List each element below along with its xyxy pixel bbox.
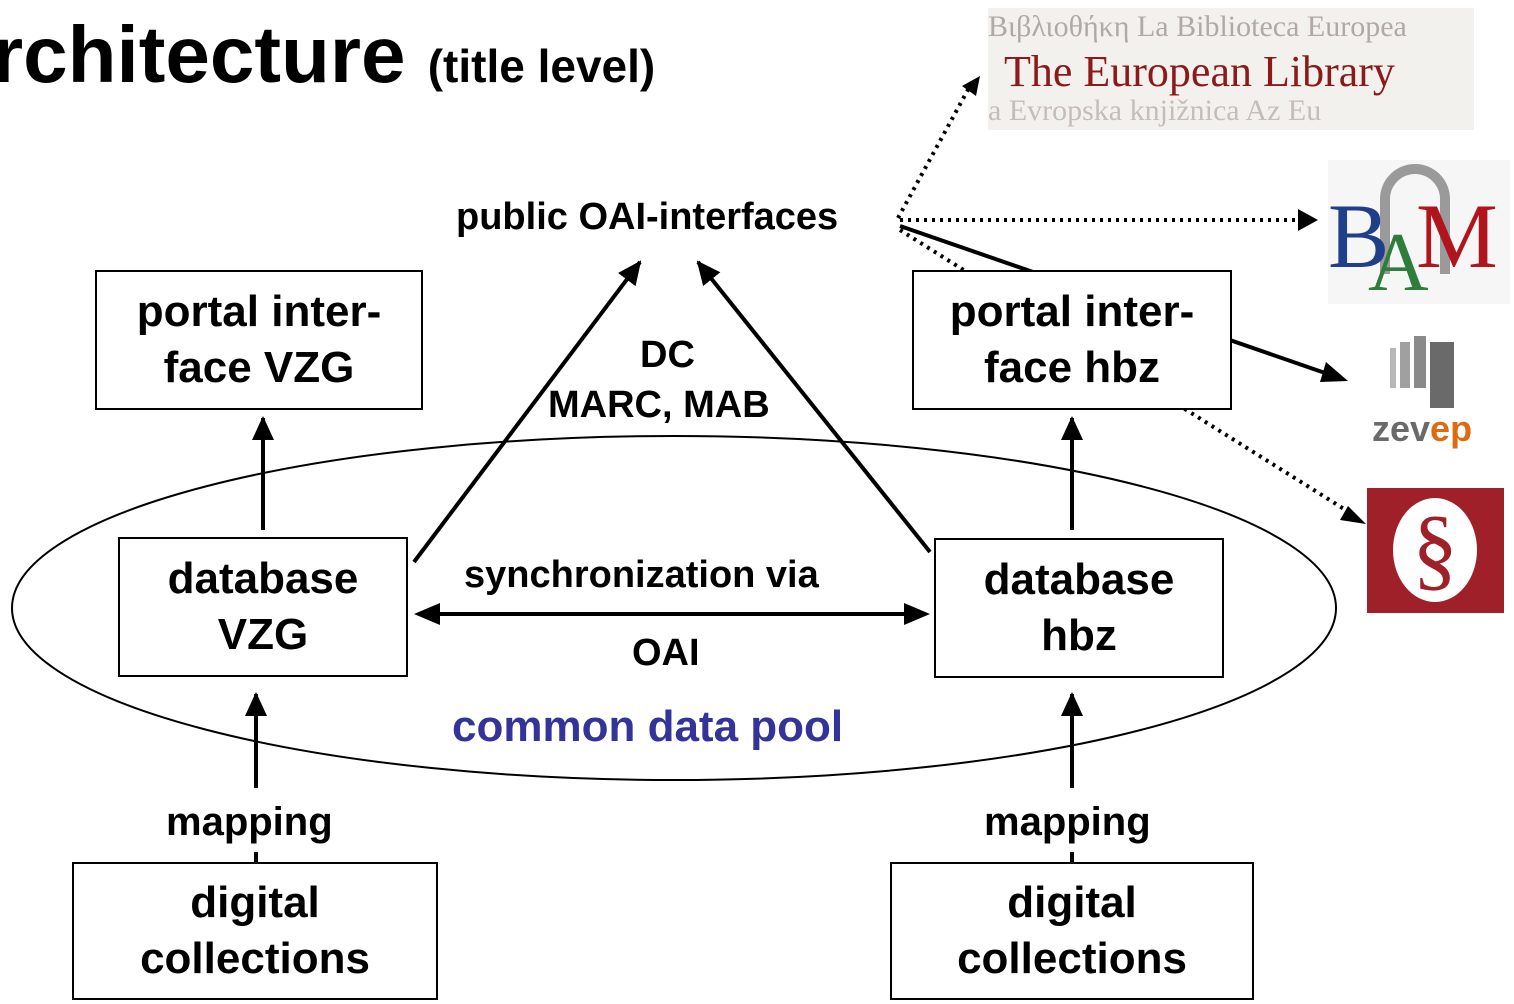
european-library-main-text: The European Library (1004, 47, 1395, 96)
portal-interface-vzg-box: portal inter- face VZG (95, 270, 423, 410)
formats-dc-label: DC (640, 334, 695, 376)
zevep-wordmark: zevep (1372, 408, 1472, 450)
zevep-logo: zevep (1366, 322, 1506, 462)
database-hbz-label: database hbz (983, 555, 1175, 660)
portal-interface-hbz-box: portal inter- face hbz (912, 270, 1232, 410)
arrow-db-vzg-to-oai (412, 260, 642, 564)
european-library-top-text: Βιβλιοθήκη La Biblioteca Europea (988, 10, 1407, 43)
european-library-logo: Βιβλιοθήκη La Biblioteca Europea The Eur… (988, 8, 1474, 130)
digital-collections-right-label: digital collections (957, 878, 1187, 983)
mapping-left-label: mapping (166, 800, 333, 844)
dotted-to-european-library (896, 85, 972, 219)
european-library-bottom-text: a Evropska knjižnica Az Eu (988, 94, 1322, 127)
synchronization-label: synchronization via (464, 554, 819, 596)
database-hbz-box: database hbz (934, 538, 1224, 678)
synchronization-oai-label: OAI (632, 632, 700, 674)
digital-collections-left-label: digital collections (140, 878, 370, 983)
common-data-pool-ellipse (11, 435, 1337, 781)
zevep-text-grey: zev (1372, 408, 1431, 449)
portal-interface-vzg-label: portal inter- face VZG (136, 287, 382, 392)
bam-arch-shape (1380, 164, 1450, 274)
public-oai-interfaces-label: public OAI-interfaces (456, 196, 839, 238)
paragraph-circle (1393, 498, 1477, 602)
common-data-pool-label: common data pool (452, 702, 844, 751)
portal-interface-hbz-label: portal inter- face hbz (949, 287, 1195, 392)
mapping-right-label: mapping (984, 800, 1151, 844)
bam-letter-b: B (1328, 185, 1390, 287)
slide-title: rchitecture (title level) (0, 0, 655, 121)
paragraph-logo: § (1367, 488, 1504, 613)
zevep-text-orange: ep (1430, 408, 1473, 449)
zevep-stack-icon (1390, 336, 1454, 408)
digital-collections-left-box: digital collections (72, 862, 438, 1000)
bam-logo: B A M (1328, 160, 1510, 304)
arrow-db-hbz-to-oai (696, 260, 932, 554)
database-vzg-label: database VZG (167, 554, 359, 659)
title-sub: (title level) (427, 40, 656, 92)
database-vzg-box: database VZG (118, 537, 408, 677)
paragraph-icon: § (1412, 497, 1458, 599)
digital-collections-right-box: digital collections (890, 862, 1254, 1000)
bam-letter-m: M (1416, 185, 1498, 287)
bam-letter-a: A (1368, 216, 1429, 305)
formats-marc-mab-label: MARC, MAB (548, 384, 770, 426)
title-main: rchitecture (0, 10, 406, 99)
